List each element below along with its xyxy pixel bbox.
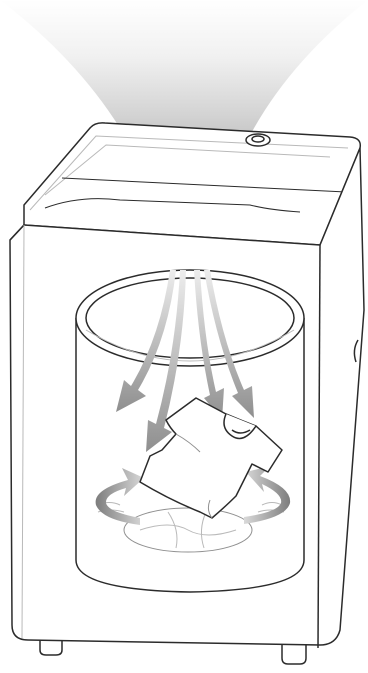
front-foot-right [282,645,306,664]
front-foot-left [40,640,62,655]
